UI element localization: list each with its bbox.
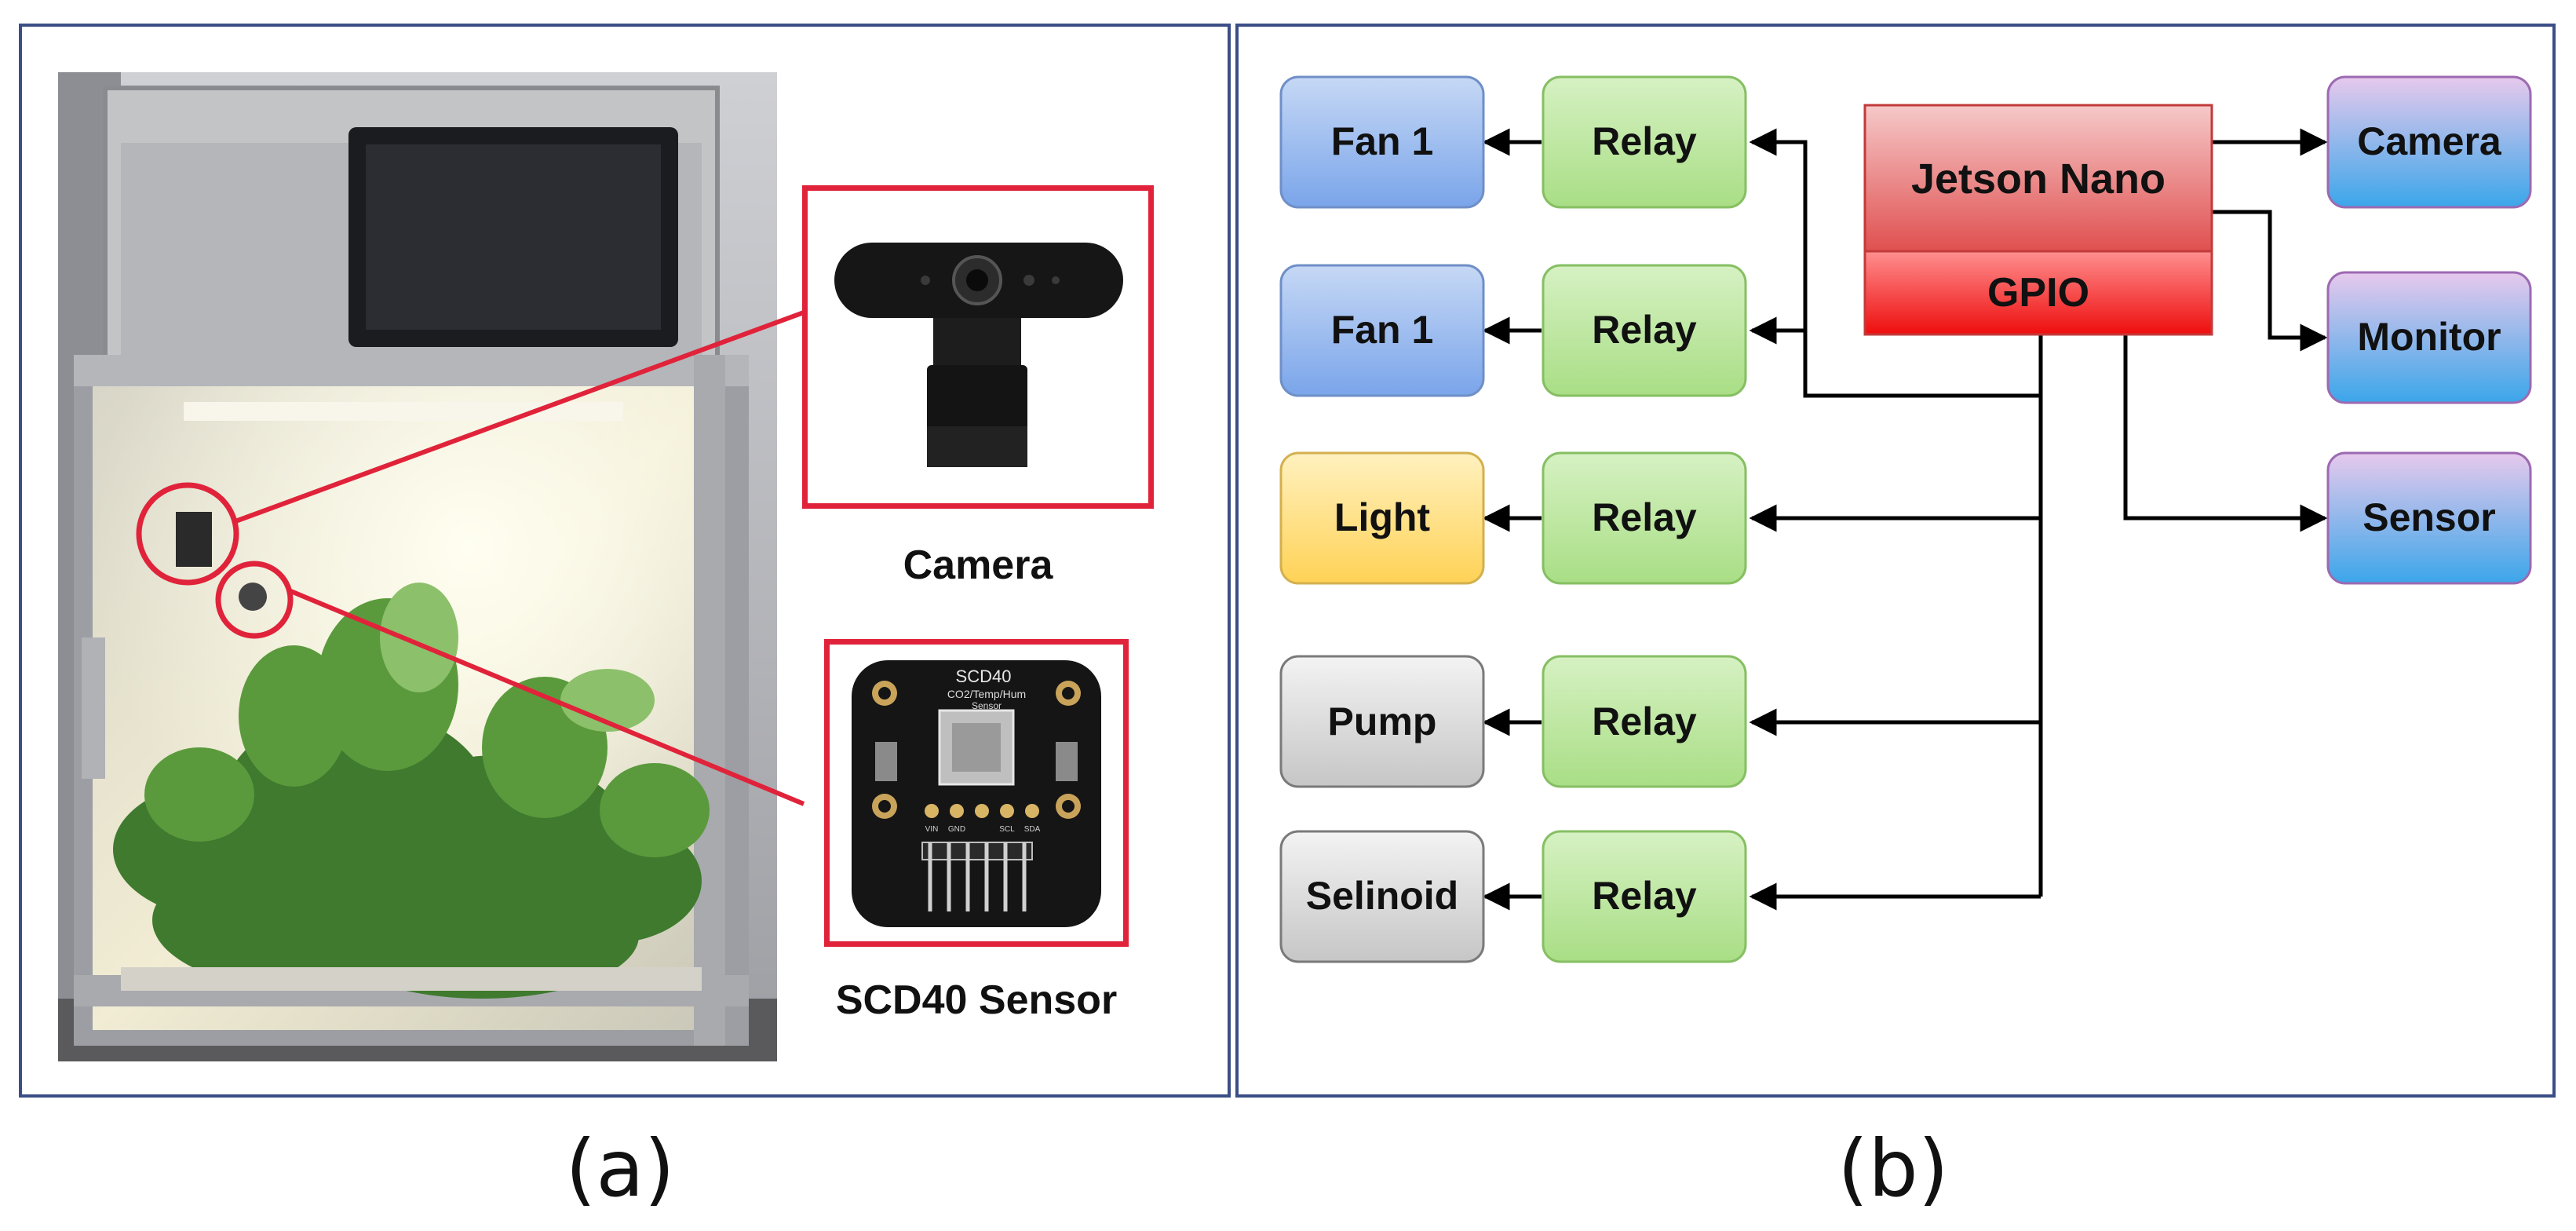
sensor-board-subtitle: CO2/Temp/Hum: [947, 688, 1026, 700]
peripheral-sensor: Sensor: [2326, 451, 2532, 585]
relay-label: Relay: [1592, 495, 1697, 539]
sensor-pin-label-sda: SDA: [1024, 825, 1041, 834]
camera-caption: Camera: [903, 542, 1053, 588]
webcam-illustration: [808, 191, 1148, 503]
relay-label: Relay: [1592, 700, 1697, 743]
grow-chamber-photo: [58, 72, 777, 1061]
device-label: Selinoid: [1306, 874, 1458, 918]
relay-label: Relay: [1592, 119, 1697, 163]
device-light: Light: [1279, 451, 1485, 585]
device-selinoid: Selinoid: [1279, 830, 1485, 963]
grow-chamber-illustration: [58, 72, 777, 1061]
sensor-board-title: SCD40: [956, 667, 1012, 686]
relay-1: Relay: [1542, 75, 1747, 209]
device-label: Pump: [1328, 700, 1437, 743]
peripheral-camera: Camera: [2326, 75, 2532, 209]
relay-2: Relay: [1542, 264, 1747, 397]
relay-3: Relay: [1542, 451, 1747, 585]
panel-b-label: (b): [1837, 1123, 1949, 1215]
sensor-board-subtitle-2: Sensor: [972, 700, 1002, 711]
relay-5: Relay: [1542, 830, 1747, 963]
relay-label: Relay: [1592, 874, 1697, 918]
relay-label: Relay: [1592, 308, 1697, 352]
sensor-pin-label-scl: SCL: [999, 825, 1015, 834]
peripheral-label: Sensor: [2363, 495, 2496, 539]
device-label: Fan 1: [1331, 308, 1434, 352]
device-fan-1: Fan 1: [1279, 75, 1485, 209]
device-label: Fan 1: [1331, 119, 1434, 163]
sensor-highlight-circle: [215, 561, 294, 639]
panel-a-label: (a): [565, 1123, 675, 1215]
peripheral-label: Monitor: [2357, 315, 2501, 359]
gpio-label: GPIO: [1987, 270, 2089, 316]
sensor-inset: SCD40 CO2/Temp/Hum Sensor VIN GND SCL SD…: [824, 639, 1129, 947]
peripheral-monitor: Monitor: [2326, 271, 2532, 404]
peripheral-label: Camera: [2357, 119, 2502, 163]
scd40-board-illustration: SCD40 CO2/Temp/Hum Sensor VIN GND SCL SD…: [830, 645, 1123, 941]
camera-highlight-circle: [136, 482, 239, 586]
jetson-nano-controller: Jetson Nano GPIO: [1863, 104, 2213, 336]
jetson-title: Jetson Nano: [1911, 155, 2166, 203]
sensor-pin-label-gnd: GND: [948, 825, 965, 834]
relay-4: Relay: [1542, 655, 1747, 788]
camera-inset: [802, 185, 1154, 509]
device-fan-2: Fan 1: [1279, 264, 1485, 397]
sensor-pin-label-vin: VIN: [925, 825, 939, 834]
sensor-caption: SCD40 Sensor: [835, 977, 1118, 1023]
device-pump: Pump: [1279, 655, 1485, 788]
device-label: Light: [1334, 495, 1431, 539]
